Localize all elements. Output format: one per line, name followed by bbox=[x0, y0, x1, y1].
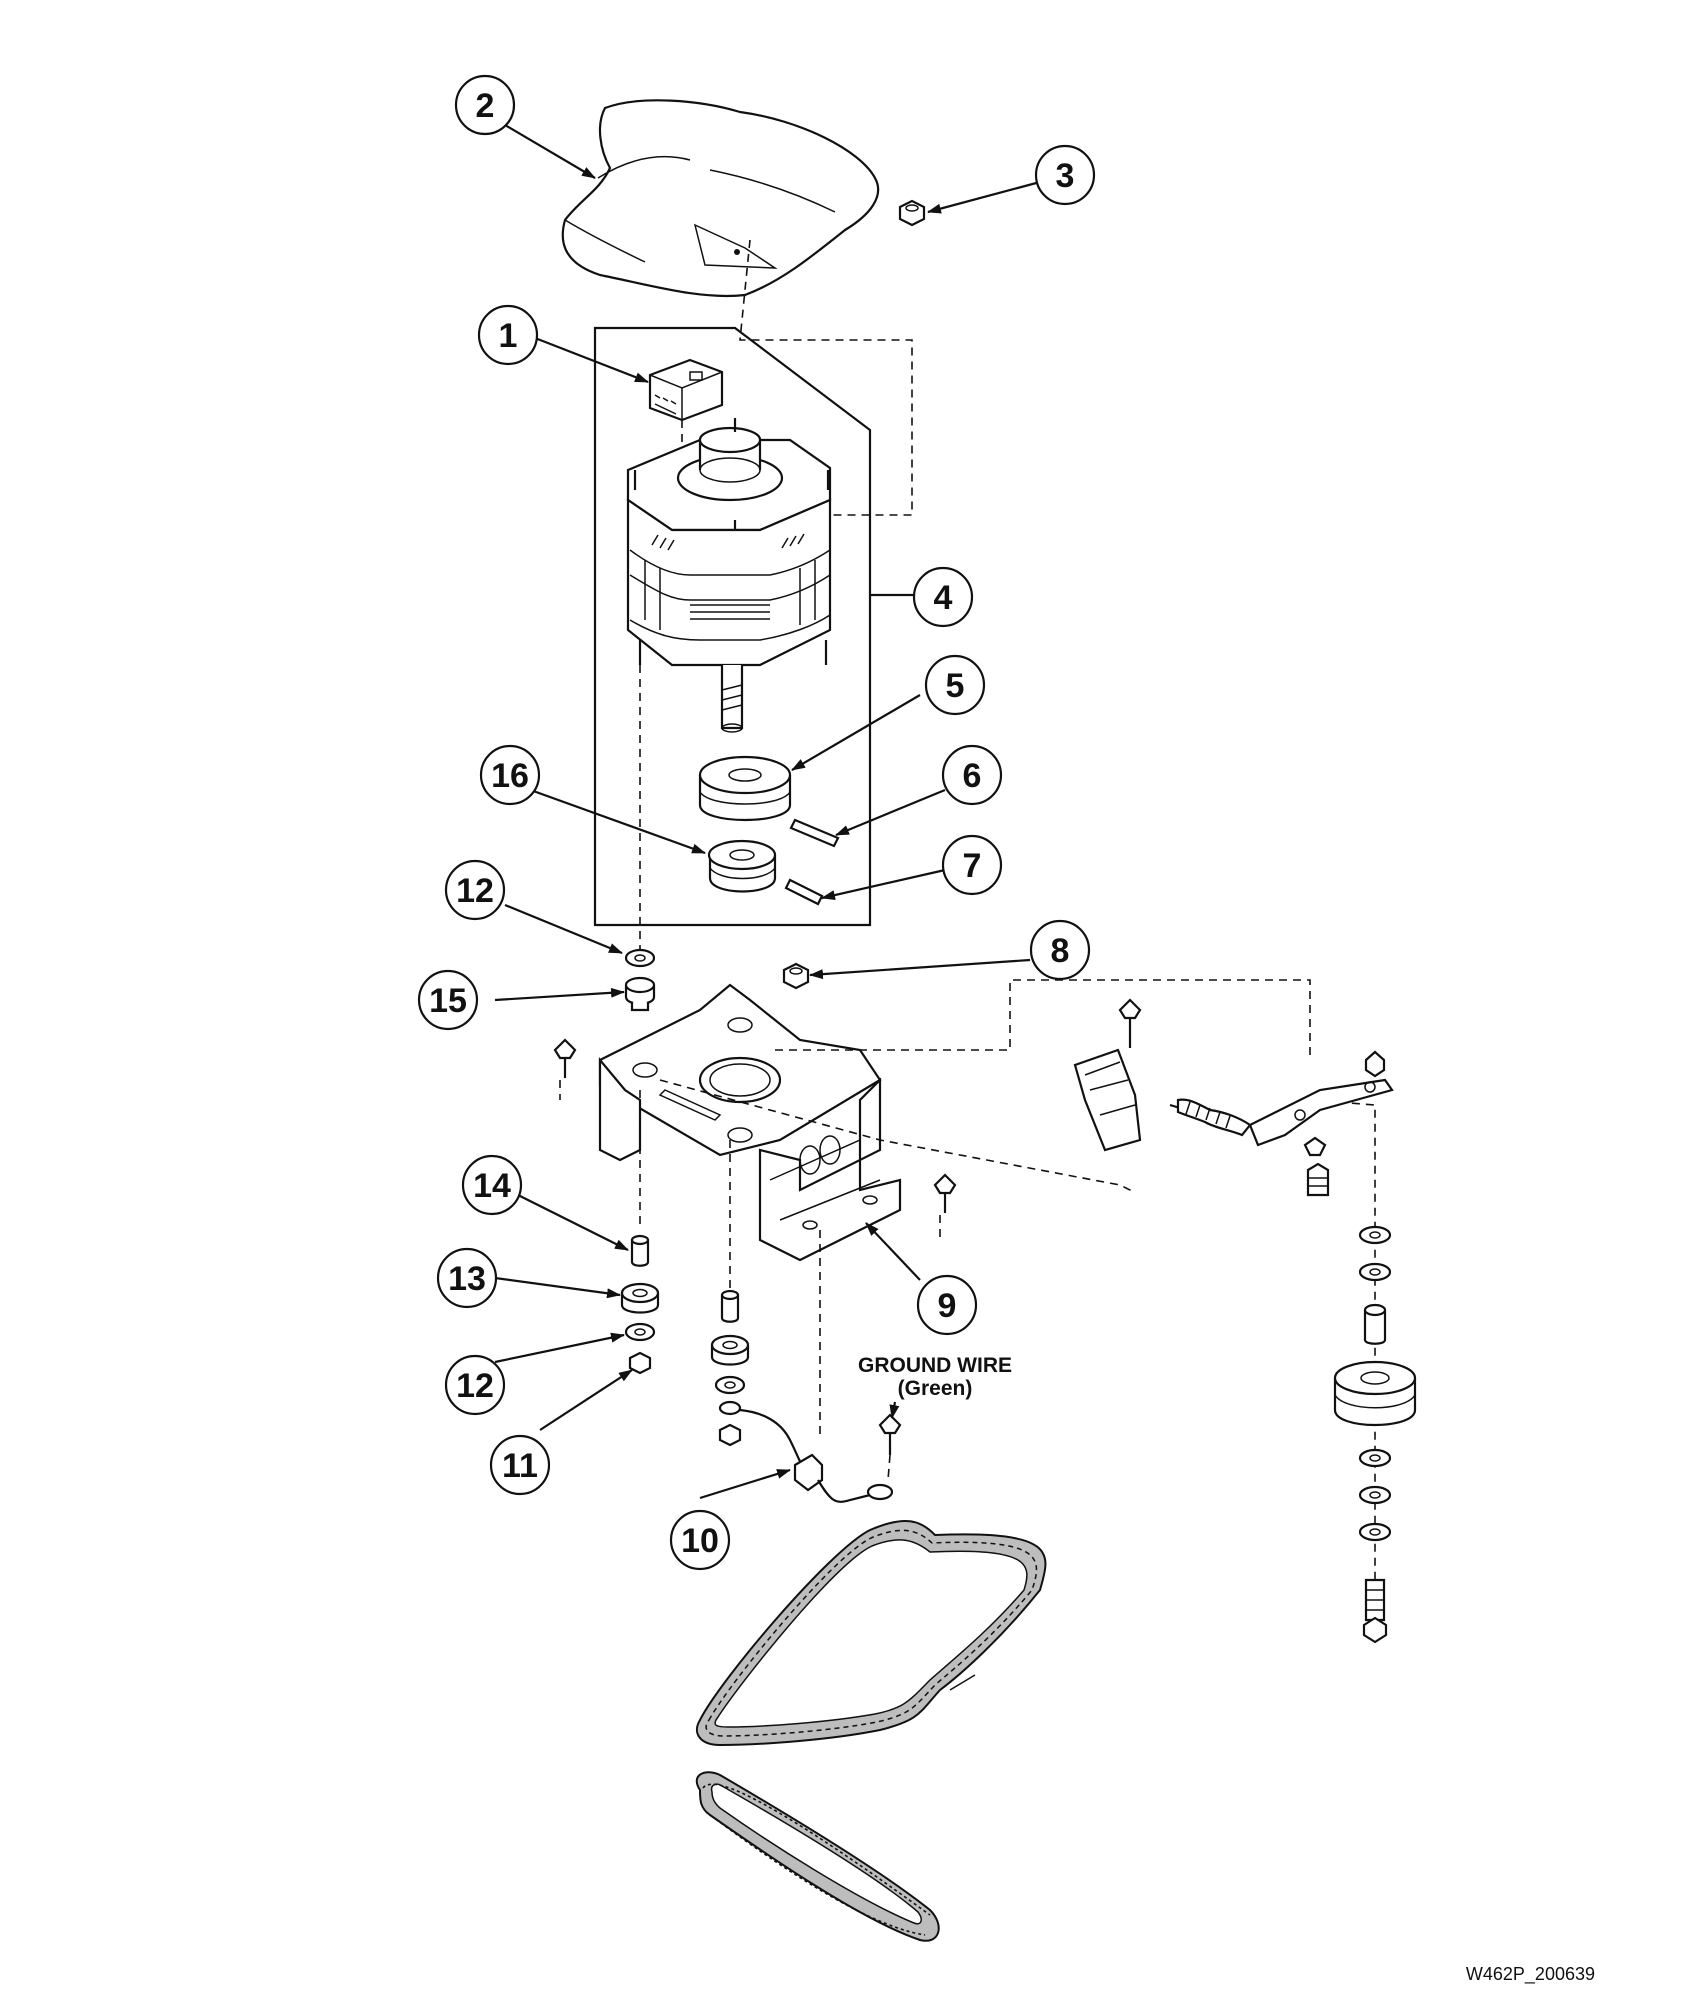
callout-6: 6 bbox=[941, 744, 1003, 806]
svg-text:3: 3 bbox=[1056, 157, 1075, 195]
drive-motor bbox=[626, 418, 832, 733]
ground-wire bbox=[718, 1400, 902, 1503]
spacer-tube bbox=[630, 1234, 650, 1267]
callout-4: 4 bbox=[912, 566, 974, 628]
cover-mount-dash bbox=[735, 239, 913, 516]
svg-text:4: 4 bbox=[934, 579, 953, 617]
callout-16: 16 bbox=[479, 744, 541, 806]
svg-text:12: 12 bbox=[456, 1367, 494, 1405]
upper-washer bbox=[624, 948, 656, 968]
svg-text:1: 1 bbox=[499, 317, 518, 355]
callout-14: 14 bbox=[461, 1154, 523, 1216]
rubber-bushing bbox=[620, 1282, 660, 1314]
small-pulley-key bbox=[784, 878, 824, 906]
motor-cover bbox=[561, 99, 880, 298]
mount-nut bbox=[782, 962, 810, 990]
leader-lines bbox=[494, 124, 1041, 1500]
callout-11: 11 bbox=[489, 1434, 551, 1496]
callout-5: 5 bbox=[924, 654, 986, 716]
idler-spring bbox=[1169, 1098, 1252, 1137]
svg-text:10: 10 bbox=[681, 1522, 719, 1560]
callout-13: 13 bbox=[436, 1247, 498, 1309]
callout-9: 9 bbox=[916, 1274, 978, 1336]
svg-text:8: 8 bbox=[1051, 932, 1070, 970]
lower-nut bbox=[628, 1351, 652, 1375]
pulley-key bbox=[789, 818, 840, 848]
callout-7: 7 bbox=[941, 834, 1003, 896]
svg-text:6: 6 bbox=[963, 757, 982, 795]
svg-text:7: 7 bbox=[963, 847, 982, 885]
svg-text:5: 5 bbox=[946, 667, 965, 705]
callout-12-upper: 12 bbox=[444, 859, 506, 921]
svg-text:GROUND WIRE: GROUND WIRE bbox=[858, 1354, 1012, 1377]
motor-pulley bbox=[698, 755, 792, 822]
ground-wire-label: GROUND WIRE (Green) bbox=[858, 1354, 1012, 1400]
svg-text:12: 12 bbox=[456, 872, 494, 910]
callout-8: 8 bbox=[1029, 919, 1091, 981]
drive-belt bbox=[695, 1519, 1047, 1747]
motor-assembly-outline bbox=[593, 326, 872, 927]
diagram-reference-code: W462P_200639 bbox=[1466, 1964, 1595, 1985]
svg-text:14: 14 bbox=[473, 1167, 511, 1205]
callout-2: 2 bbox=[454, 74, 516, 136]
svg-text:2: 2 bbox=[476, 87, 495, 125]
svg-text:9: 9 bbox=[938, 1287, 957, 1325]
motor-mount-bracket bbox=[553, 983, 957, 1262]
small-pulley bbox=[707, 839, 777, 893]
callout-3: 3 bbox=[1034, 144, 1096, 206]
svg-text:13: 13 bbox=[448, 1260, 486, 1298]
idler-stack bbox=[1333, 1225, 1417, 1644]
idler-dash-upper bbox=[775, 979, 1311, 1060]
middle-stack bbox=[710, 1289, 750, 1447]
cover-nut bbox=[898, 199, 926, 227]
idler-bracket bbox=[1073, 998, 1142, 1152]
callout-15: 15 bbox=[417, 969, 479, 1031]
callout-1: 1 bbox=[477, 304, 539, 366]
callout-10: 10 bbox=[669, 1509, 731, 1571]
svg-text:16: 16 bbox=[491, 757, 529, 795]
idler-arm bbox=[1248, 1050, 1394, 1197]
timing-belt bbox=[695, 1771, 940, 1942]
svg-text:15: 15 bbox=[429, 982, 467, 1020]
lower-washer bbox=[624, 1322, 656, 1342]
mount-grommet bbox=[624, 976, 656, 1012]
svg-text:11: 11 bbox=[502, 1447, 538, 1485]
svg-text:(Green): (Green) bbox=[898, 1377, 973, 1400]
callout-12-lower: 12 bbox=[444, 1354, 506, 1416]
